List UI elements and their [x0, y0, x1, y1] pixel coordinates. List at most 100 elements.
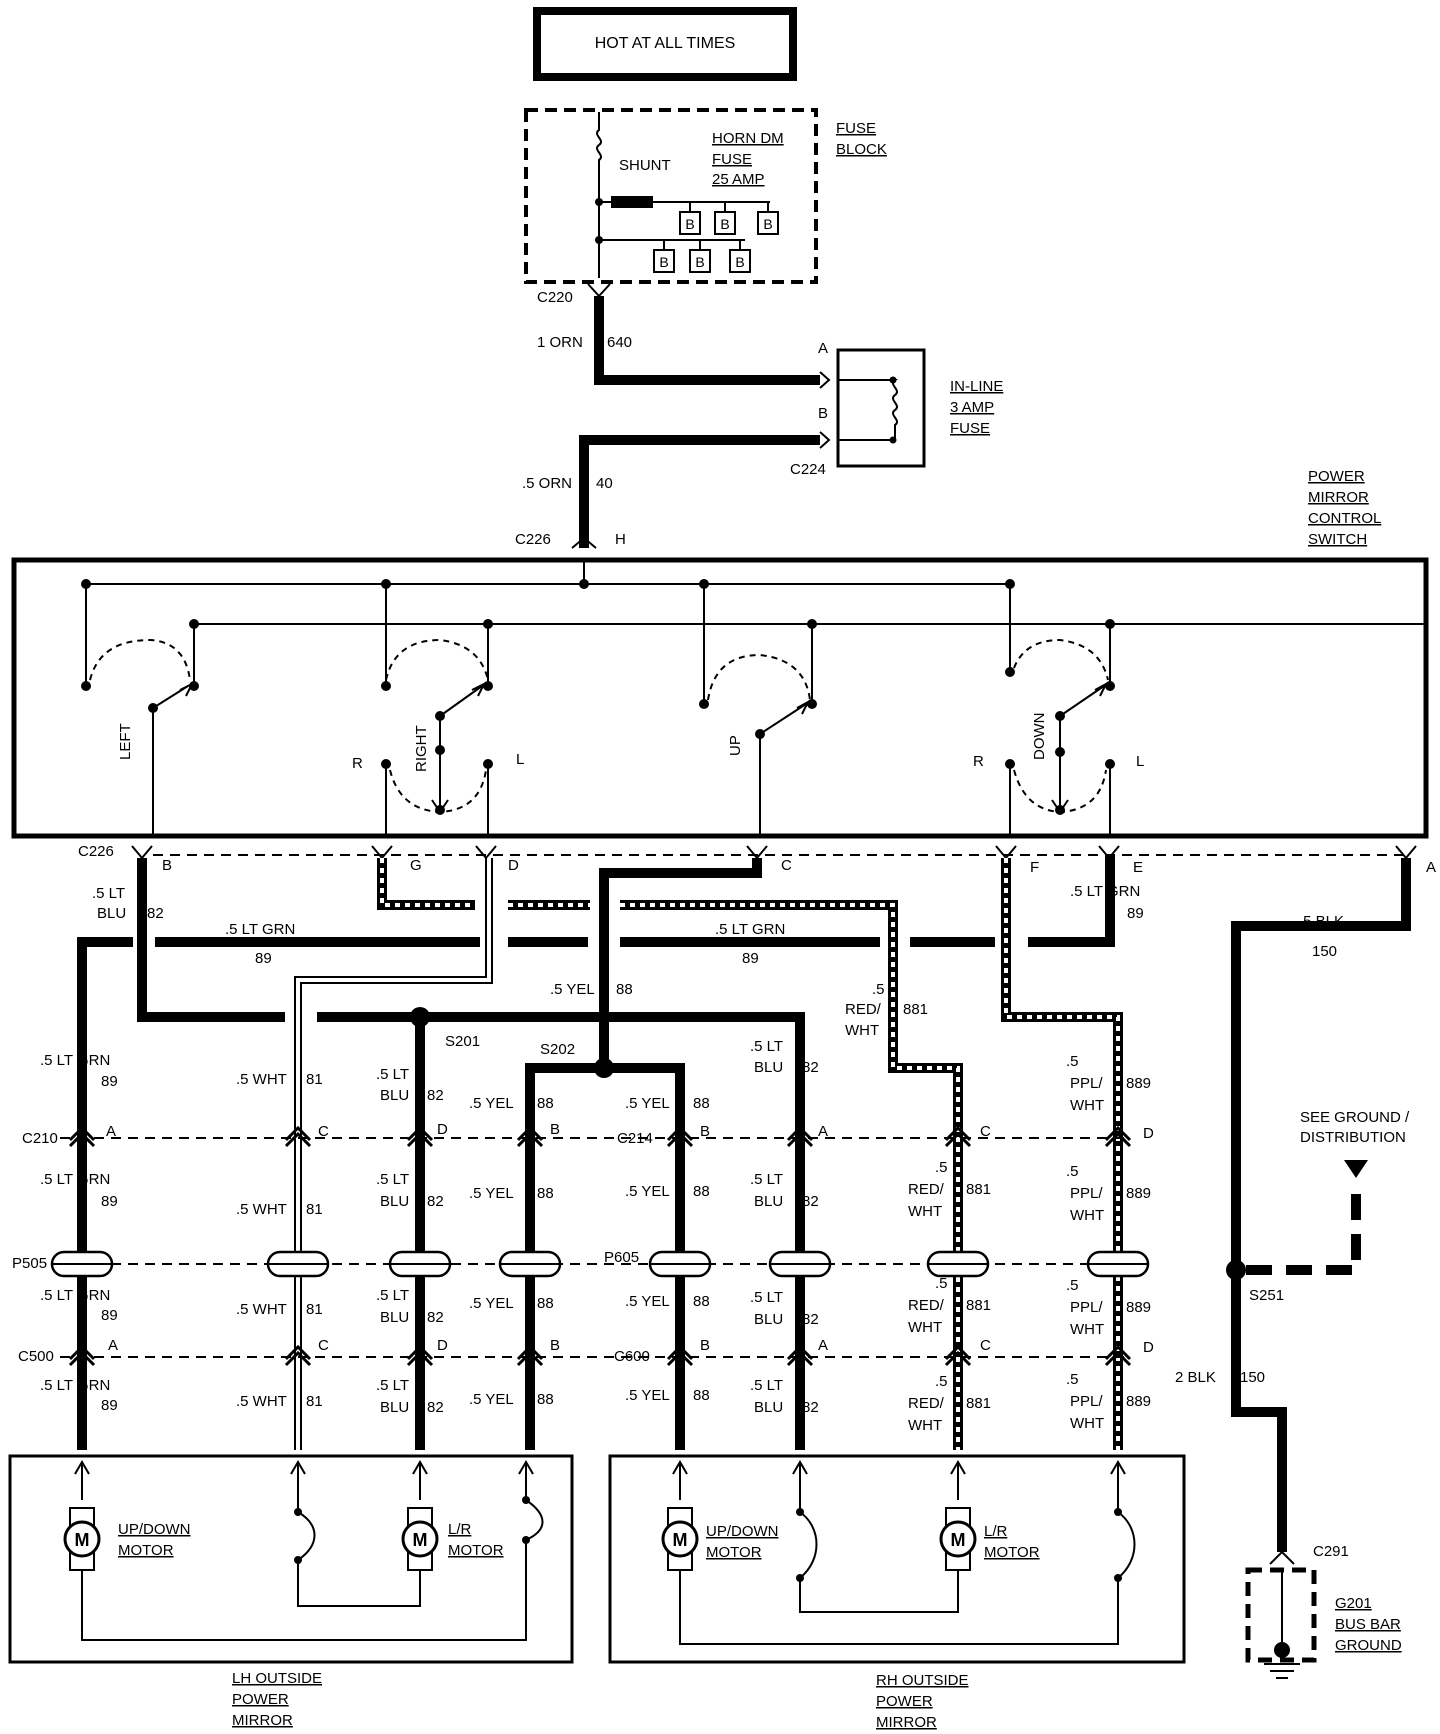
connector-pin-mark [284, 1125, 312, 1148]
svg-text:BLU: BLU [380, 1193, 409, 1210]
wire-labels: .5 LT BLU 82 .5 LT GRN 89 .5 LT GRN 89 .… [40, 883, 1410, 1434]
see-ground-1: SEE GROUND / [1300, 1109, 1410, 1126]
fuse-label-3: 25 AMP [712, 171, 765, 188]
svg-text:881: 881 [903, 1001, 928, 1018]
shunt-label: SHUNT [619, 157, 671, 174]
svg-text:L/R: L/R [448, 1521, 472, 1538]
svg-text:81: 81 [306, 1201, 323, 1218]
svg-text:.5 LT: .5 LT [750, 1289, 783, 1306]
connector-marks [50, 1125, 1150, 1367]
svg-text:.5: .5 [935, 1159, 948, 1176]
svg-text:150: 150 [1240, 1369, 1265, 1386]
svg-text:81: 81 [306, 1301, 323, 1318]
s202-label: S202 [540, 1041, 575, 1058]
svg-text:81: 81 [306, 1071, 323, 1088]
svg-text:A: A [818, 1123, 828, 1140]
svg-text:.5: .5 [872, 981, 885, 998]
svg-text:D: D [1143, 1125, 1154, 1142]
inline-fuse: A B C224 IN-LINE 3 AMP FUSE [790, 340, 1003, 478]
svg-text:RED/: RED/ [908, 1297, 945, 1314]
svg-text:BLU: BLU [380, 1309, 409, 1326]
svg-text:3 AMP: 3 AMP [950, 399, 994, 416]
connector-c500-c600: C500 C600 A C D B B A C D [18, 1337, 1154, 1365]
fuse-label-2: FUSE [712, 151, 752, 168]
fuse-block-title-1: FUSE [836, 120, 876, 137]
svg-text:M: M [413, 1530, 428, 1550]
svg-text:88: 88 [693, 1293, 710, 1310]
svg-text:89: 89 [101, 1397, 118, 1414]
svg-text:M: M [951, 1530, 966, 1550]
svg-text:88: 88 [537, 1391, 554, 1408]
svg-text:MIRROR: MIRROR [1308, 489, 1369, 506]
svg-text:.5: .5 [1066, 1371, 1079, 1388]
connector-pin-mark [406, 1125, 434, 1148]
svg-text:POWER: POWER [876, 1693, 933, 1710]
svg-text:BLU: BLU [754, 1311, 783, 1328]
connector-pin-mark [666, 1125, 694, 1148]
svg-text:R: R [973, 753, 984, 770]
svg-text:82: 82 [802, 1399, 819, 1416]
svg-text:.5 ORN: .5 ORN [522, 475, 572, 492]
svg-text:C210: C210 [22, 1130, 58, 1147]
svg-text:.5 LT GRN: .5 LT GRN [715, 921, 785, 938]
svg-text:PPL/: PPL/ [1070, 1393, 1103, 1410]
svg-text:R: R [352, 755, 363, 772]
svg-text:B: B [735, 254, 744, 270]
connector-pin-mark [666, 1344, 694, 1367]
svg-text:89: 89 [101, 1307, 118, 1324]
svg-text:.5 YEL: .5 YEL [625, 1183, 670, 1200]
svg-text:B: B [659, 254, 668, 270]
svg-text:.5 YEL: .5 YEL [469, 1185, 514, 1202]
svg-text:BLU: BLU [754, 1193, 783, 1210]
svg-text:.5 LT: .5 LT [376, 1066, 409, 1083]
svg-text:640: 640 [607, 334, 632, 351]
svg-text:MOTOR: MOTOR [118, 1542, 174, 1559]
svg-text:D: D [1143, 1339, 1154, 1356]
svg-text:LEFT: LEFT [117, 723, 134, 760]
svg-text:881: 881 [966, 1395, 991, 1412]
svg-text:.5 LT GRN: .5 LT GRN [40, 1377, 110, 1394]
c291-label: C291 [1313, 1543, 1349, 1560]
svg-text:L/R: L/R [984, 1523, 1008, 1540]
svg-text:H: H [615, 531, 626, 548]
svg-text:MOTOR: MOTOR [984, 1544, 1040, 1561]
svg-text:88: 88 [693, 1387, 710, 1404]
svg-text:.5 WHT: .5 WHT [236, 1393, 287, 1410]
bus-terminals: B B B B B B [653, 211, 779, 273]
svg-text:82: 82 [427, 1087, 444, 1104]
c226-top-label: C226 [515, 531, 551, 548]
svg-text:88: 88 [693, 1095, 710, 1112]
svg-text:D: D [508, 857, 519, 874]
svg-text:150: 150 [1312, 943, 1337, 960]
svg-text:WHT: WHT [1070, 1415, 1104, 1432]
svg-text:.5 YEL: .5 YEL [625, 1387, 670, 1404]
rh-outside-mirror: M M UP/DOWN MOTOR L/R MOTOR RH OUTSIDE P… [608, 1454, 1186, 1731]
svg-text:RED/: RED/ [845, 1001, 882, 1018]
svg-text:A: A [108, 1337, 118, 1354]
svg-text:BLU: BLU [380, 1087, 409, 1104]
svg-text:.5: .5 [1066, 1053, 1079, 1070]
svg-text:881: 881 [966, 1181, 991, 1198]
svg-text:A: A [106, 1123, 116, 1140]
svg-text:DOWN: DOWN [1031, 713, 1048, 761]
feed-wire-640: 1 ORN 640 [537, 283, 831, 389]
svg-text:BUS BAR: BUS BAR [1335, 1616, 1401, 1633]
svg-text:89: 89 [742, 950, 759, 967]
svg-text:.5 YEL: .5 YEL [469, 1295, 514, 1312]
svg-text:RED/: RED/ [908, 1395, 945, 1412]
svg-text:.5 YEL: .5 YEL [625, 1095, 670, 1112]
connector-pin-mark [786, 1125, 814, 1148]
c224-label: C224 [790, 461, 826, 478]
connector-pin-mark [1104, 1344, 1132, 1367]
svg-text:L: L [516, 751, 524, 768]
svg-text:.5 WHT: .5 WHT [236, 1201, 287, 1218]
svg-text:C214: C214 [617, 1130, 653, 1147]
svg-text:P505: P505 [12, 1255, 47, 1272]
svg-text:2 BLK: 2 BLK [1175, 1369, 1216, 1386]
wire-harness [77, 855, 1411, 1552]
svg-text:C: C [980, 1337, 991, 1354]
svg-text:PPL/: PPL/ [1070, 1185, 1103, 1202]
c226-bottom-label: C226 [78, 843, 114, 860]
svg-text:MIRROR: MIRROR [232, 1712, 293, 1729]
